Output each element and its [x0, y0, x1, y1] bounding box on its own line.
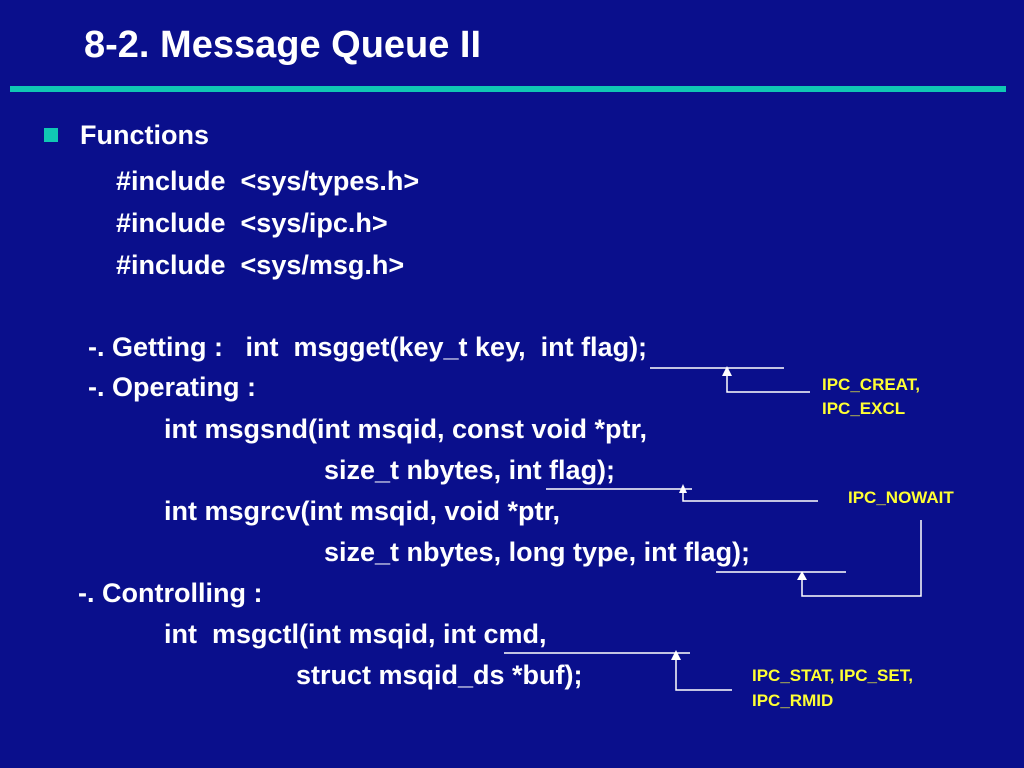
msgctl-line-1: int msgctl(int msqid, int cmd, [164, 619, 547, 649]
note-ipc-excl: IPC_EXCL [822, 399, 906, 418]
arrowhead-creat [722, 366, 732, 376]
arrow-nowait-msgrcv [801, 520, 922, 597]
include-msg: #include <sys/msg.h> [116, 250, 405, 280]
note-ipc-stat-set: IPC_STAT, IPC_SET, [752, 666, 913, 685]
title-divider [10, 86, 1006, 92]
square-bullet-icon [44, 128, 58, 142]
functions-heading: Functions [80, 120, 209, 150]
msgrcv-line-1: int msgrcv(int msqid, void *ptr, [164, 496, 561, 526]
operating-line: -. Operating : [88, 372, 256, 402]
note-ipc-nowait: IPC_NOWAIT [848, 488, 954, 507]
note-ipc-rmid: IPC_RMID [752, 691, 834, 710]
include-types: #include <sys/types.h> [116, 166, 420, 196]
slide-title: 8-2. Message Queue II [84, 24, 482, 66]
note-ipc-creat: IPC_CREAT, [822, 375, 920, 394]
msgsnd-line-2: size_t nbytes, int flag); [324, 455, 616, 485]
arrowhead-nowait-msgsnd [679, 484, 687, 493]
include-ipc: #include <sys/ipc.h> [116, 208, 388, 238]
arrow-creat [726, 374, 810, 393]
arrow-stat [675, 658, 732, 691]
arrowhead-stat [671, 650, 681, 660]
msgrcv-line-2: size_t nbytes, long type, int flag); [324, 537, 751, 567]
arrowhead-nowait-msgrcv [797, 571, 807, 580]
msgctl-line-2: struct msqid_ds *buf); [296, 660, 583, 690]
controlling-line: -. Controlling : [78, 578, 263, 608]
getting-line: -. Getting : int msgget(key_t key, int f… [88, 332, 648, 362]
msgsnd-line-1: int msgsnd(int msqid, const void *ptr, [164, 414, 648, 444]
arrow-nowait-msgsnd [682, 491, 818, 502]
